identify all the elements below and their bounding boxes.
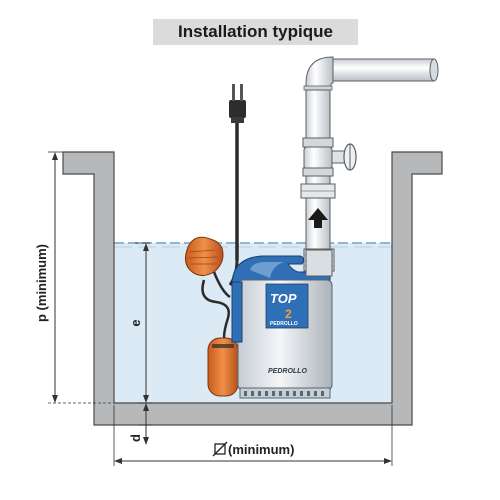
power-plug-icon <box>229 84 246 123</box>
label-d: d <box>128 434 143 442</box>
pump-brand: PEDROLLO <box>270 321 298 327</box>
submersible-pump <box>231 249 333 399</box>
label-p: p (minimum) <box>34 244 49 322</box>
diameter-icon <box>212 441 228 457</box>
pump-model: TOP <box>270 291 297 306</box>
dimension-p <box>48 151 114 404</box>
dimension-width <box>113 405 393 466</box>
dimension-d <box>138 402 152 445</box>
pump-model-number: 2 <box>285 307 292 321</box>
pump-badge: PEDROLLO <box>268 368 307 375</box>
float-cable <box>201 279 230 339</box>
float-switch-upper <box>184 236 231 299</box>
flow-arrow-icon <box>308 208 328 228</box>
label-width: (minimum) <box>228 442 294 457</box>
float-switch-lower <box>207 337 239 397</box>
diagram-title: Installation typique <box>153 19 358 45</box>
label-e: e <box>128 319 143 326</box>
dimension-e <box>135 242 150 403</box>
